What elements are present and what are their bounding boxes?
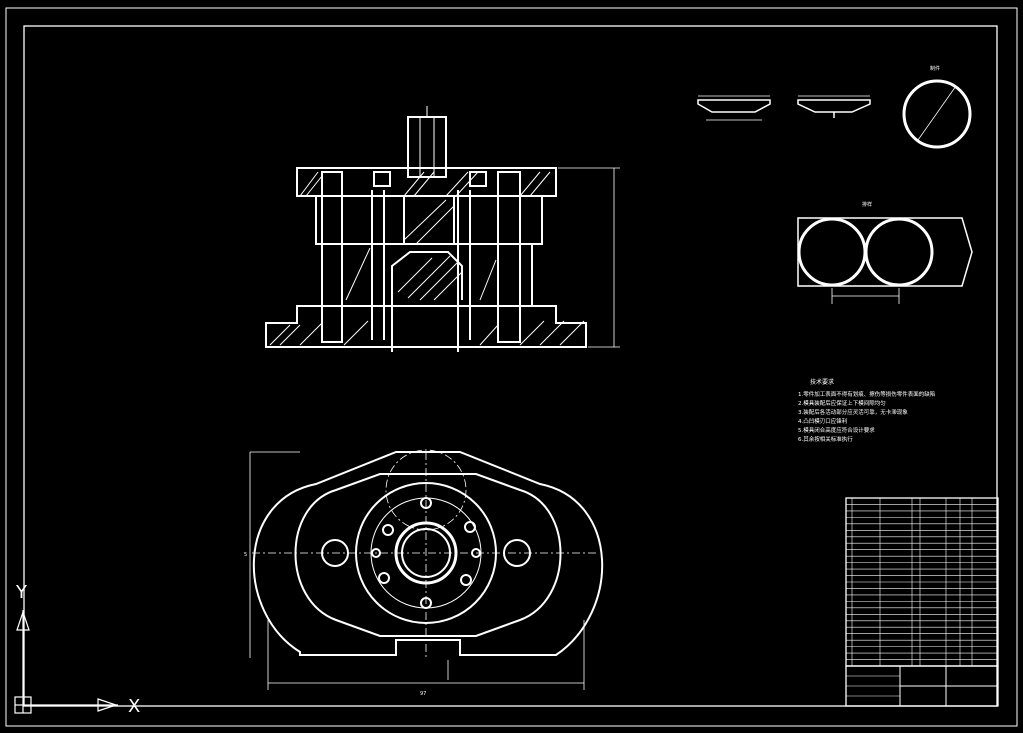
ucs-icon[interactable]: X Y: [14, 582, 140, 717]
tech-note-line: 3.装配后各活动部分应灵活可靠，无卡滞现象: [798, 408, 908, 416]
tech-notes: 1.零件加工表面不得有划痕、擦伤等损伤零件表面的缺陷 2.模具装配后应保证上下模…: [798, 390, 935, 443]
part-detail-views: [697, 79, 972, 149]
ucs-y-label: Y: [15, 582, 28, 603]
tech-notes-heading: 技术要求: [810, 378, 834, 386]
plan-view-base: [249, 449, 604, 690]
tech-note-line: 1.零件加工表面不得有划痕、擦伤等损伤零件表面的缺陷: [798, 390, 935, 398]
title-block: [845, 665, 999, 707]
tech-note-line: 5.模具闭合高度应符合设计要求: [798, 426, 875, 434]
bom-table: [845, 497, 999, 667]
tech-note-line: 4.凸凹模刃口应锋利: [798, 417, 847, 425]
dimension-label: 97: [420, 691, 426, 697]
ucs-x-label: X: [128, 696, 140, 717]
strip-view-label: 排样: [862, 201, 872, 208]
tech-note-line: 2.模具装配后应保证上下模间隙均匀: [798, 399, 886, 407]
dimension-label: 5: [244, 552, 247, 558]
drawing-frame: [5, 7, 1018, 727]
section-view-assembly: [265, 106, 620, 352]
tech-note-line: 6.其余按相关标准执行: [798, 435, 853, 443]
strip-layout-view: [797, 217, 973, 304]
part-view-label: 制件: [930, 65, 940, 72]
